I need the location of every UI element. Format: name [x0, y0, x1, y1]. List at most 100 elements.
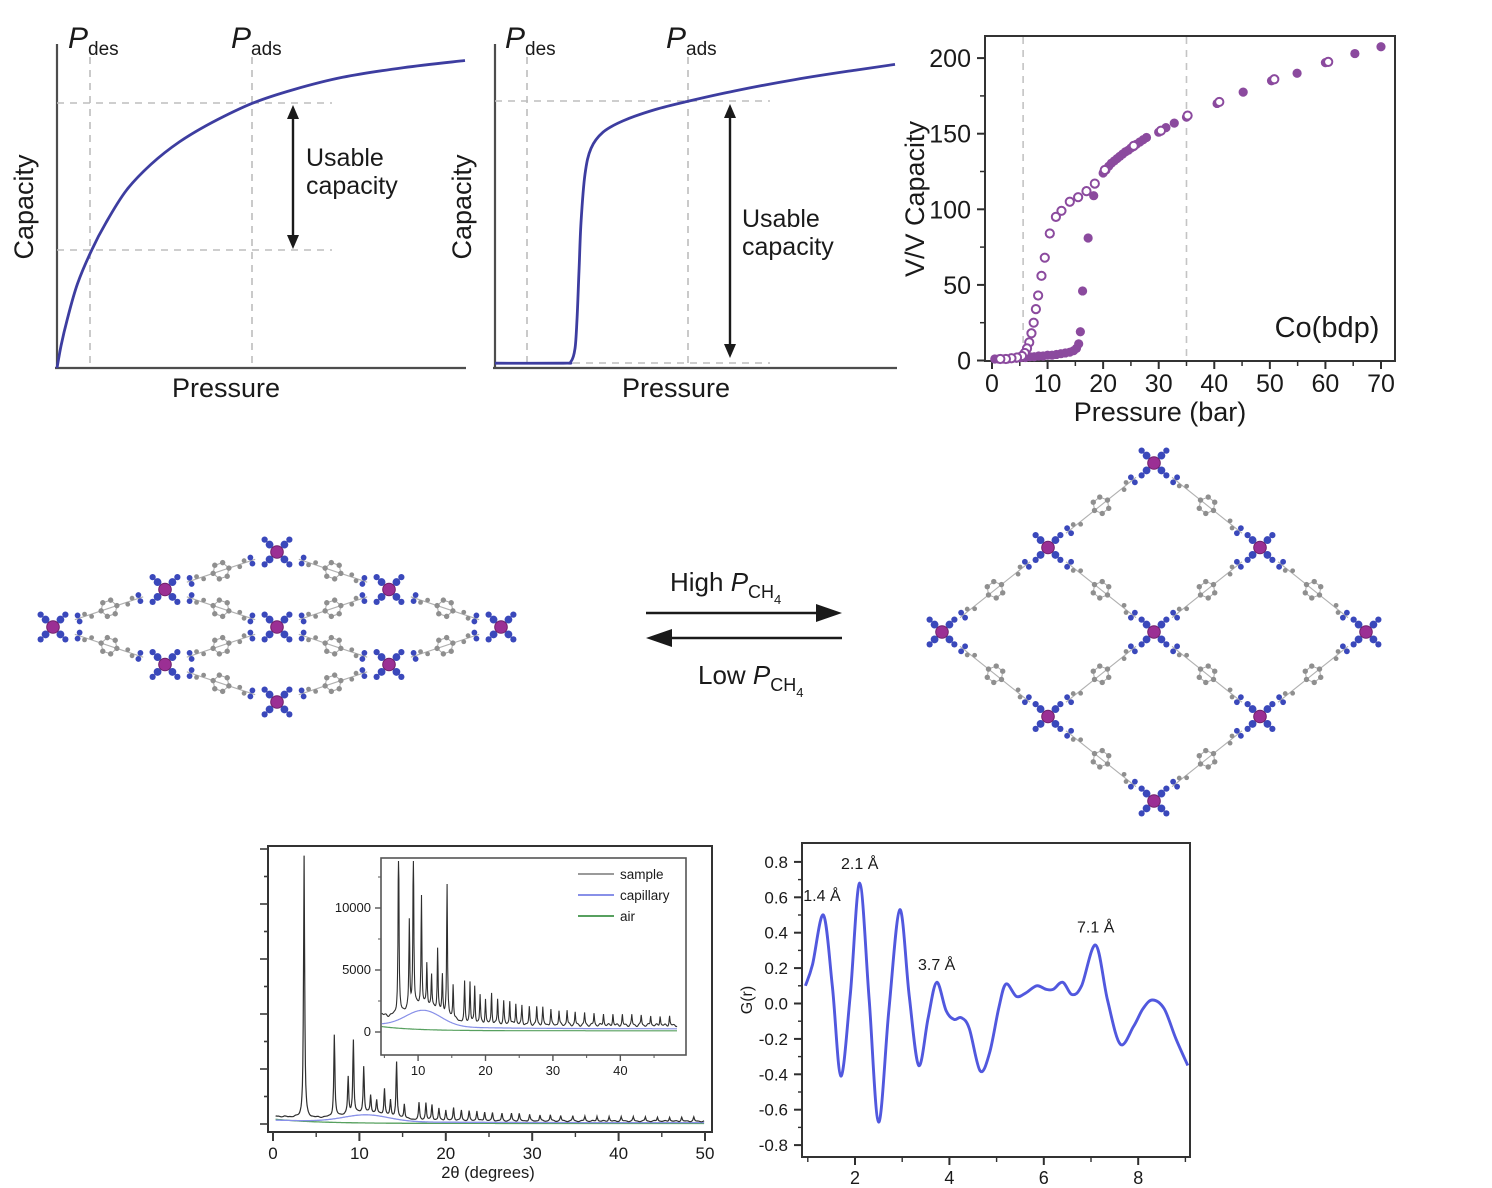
- nitrogen-atom: [930, 635, 939, 644]
- carbon-atom: [1097, 764, 1103, 770]
- nitrogen-atom: [1127, 474, 1134, 481]
- nitrogen-atom: [1163, 472, 1170, 479]
- carbon-atom: [237, 639, 243, 645]
- nitrogen-atom: [1068, 558, 1075, 565]
- carbon-atom: [1196, 674, 1202, 680]
- carbon-atom: [100, 648, 106, 654]
- nitrogen-atom: [1064, 732, 1071, 739]
- nitrogen-atom: [473, 612, 480, 619]
- desorption-point: [1089, 178, 1100, 189]
- carbon-atom: [450, 608, 456, 614]
- carbon-atom: [226, 640, 232, 646]
- carbon-atom: [1309, 663, 1315, 669]
- nitrogen-atom: [1269, 532, 1276, 539]
- xrd-trace-capillary: [275, 1114, 705, 1124]
- carbon-atom: [991, 578, 997, 585]
- carbon-atom: [1070, 737, 1076, 742]
- carbon-atom: [1229, 733, 1235, 739]
- inset-x-tick-label: 40: [613, 1063, 627, 1078]
- nitrogen-atom: [280, 705, 289, 714]
- nitrogen-atom: [249, 560, 256, 567]
- nitrogen-atom: [286, 636, 293, 643]
- nitrogen-atom: [398, 649, 405, 656]
- usable-capacity-label-line1: Usable: [306, 144, 384, 172]
- carbon-atom: [353, 578, 359, 584]
- nitrogen-atom: [1064, 563, 1071, 570]
- carbon-atom: [443, 634, 450, 641]
- nitrogen-atom: [1051, 536, 1060, 544]
- cobalt-atom: [1147, 625, 1161, 639]
- carbon-atom: [306, 637, 311, 643]
- isotherm-curve-group: [494, 63, 896, 365]
- carbon-atom: [1106, 674, 1112, 680]
- isotherm-curve-group: [55, 59, 466, 369]
- nitrogen-atom: [1339, 643, 1346, 650]
- carbon-atom: [241, 558, 247, 564]
- y-tick-label: -0.8: [759, 1136, 788, 1155]
- panel-isotherm-stepped: Capacity Pressure Pdes Pads Usable capac…: [447, 22, 897, 403]
- carbon-atom: [1070, 568, 1076, 573]
- nitrogen-atom: [1142, 620, 1151, 629]
- nitrogen-atom: [377, 653, 386, 661]
- carbon-atom: [98, 640, 104, 646]
- nitrogen-atom: [1051, 705, 1060, 713]
- xrd-trace-sample: [275, 855, 705, 1123]
- usable-capacity-label-line1: Usable: [742, 205, 820, 233]
- nitrogen-atom: [958, 648, 965, 655]
- carbon-atom: [331, 597, 338, 603]
- carbon-atom: [1210, 750, 1217, 757]
- carbon-atom: [1097, 595, 1103, 601]
- nitrogen-atom: [510, 636, 517, 643]
- y-tick-label: -0.6: [759, 1101, 788, 1120]
- x-tick-label: 10: [1034, 370, 1062, 398]
- x-tick-label: 10: [350, 1144, 369, 1163]
- cobalt-atom: [935, 625, 949, 639]
- carbon-atom: [1104, 497, 1111, 503]
- nitrogen-atom: [359, 656, 366, 662]
- nitrogen-atom: [504, 615, 513, 624]
- nitrogen-atom: [249, 687, 256, 694]
- p-ads-label: Pads: [231, 22, 282, 60]
- carbon-atom: [324, 675, 330, 681]
- linker-bond: [1277, 561, 1349, 619]
- adsorption-point: [1083, 233, 1093, 243]
- adsorption-point: [1074, 339, 1084, 349]
- carbon-atom: [194, 574, 199, 580]
- carbon-atom: [219, 688, 226, 695]
- cobalt-atom: [382, 582, 396, 597]
- carbon-atom: [104, 613, 111, 620]
- carbon-atom: [1309, 595, 1315, 601]
- carbon-atom: [1290, 568, 1296, 574]
- carbon-atom: [1229, 525, 1235, 531]
- nitrogen-atom: [361, 574, 368, 581]
- nitrogen-atom: [137, 649, 144, 656]
- carbon-atom: [1196, 584, 1202, 590]
- x-tick-label: 4: [944, 1168, 954, 1188]
- nitrogen-atom: [286, 536, 293, 543]
- panel-isotherm-type1: Capacity Pressure Pdes Pads Usable capac…: [9, 22, 466, 403]
- carbon-atom: [964, 606, 970, 612]
- carbon-atom: [338, 645, 344, 652]
- expanded-framework-structure: [926, 447, 1382, 817]
- nitrogen-atom: [1350, 641, 1357, 648]
- y-tick-label: -0.4: [759, 1065, 788, 1084]
- nitrogen-atom: [300, 693, 307, 700]
- linker-bond: [298, 558, 368, 583]
- desorption-point: [995, 353, 1006, 365]
- nitrogen-atom: [149, 574, 156, 581]
- nitrogen-atom: [174, 673, 181, 680]
- carbon-atom: [1176, 606, 1182, 612]
- carbon-atom: [1091, 581, 1098, 588]
- cobalt-atom: [46, 620, 60, 634]
- nitrogen-atom: [489, 615, 498, 624]
- nitrogen-atom: [1157, 451, 1166, 460]
- carbon-atom: [322, 640, 328, 646]
- carbon-atom: [107, 651, 114, 657]
- nitrogen-atom: [951, 641, 958, 648]
- adsorption-point: [1376, 42, 1386, 52]
- nitrogen-atom: [286, 611, 293, 618]
- carbon-atom: [1227, 518, 1233, 524]
- carbon-atom: [1184, 652, 1190, 658]
